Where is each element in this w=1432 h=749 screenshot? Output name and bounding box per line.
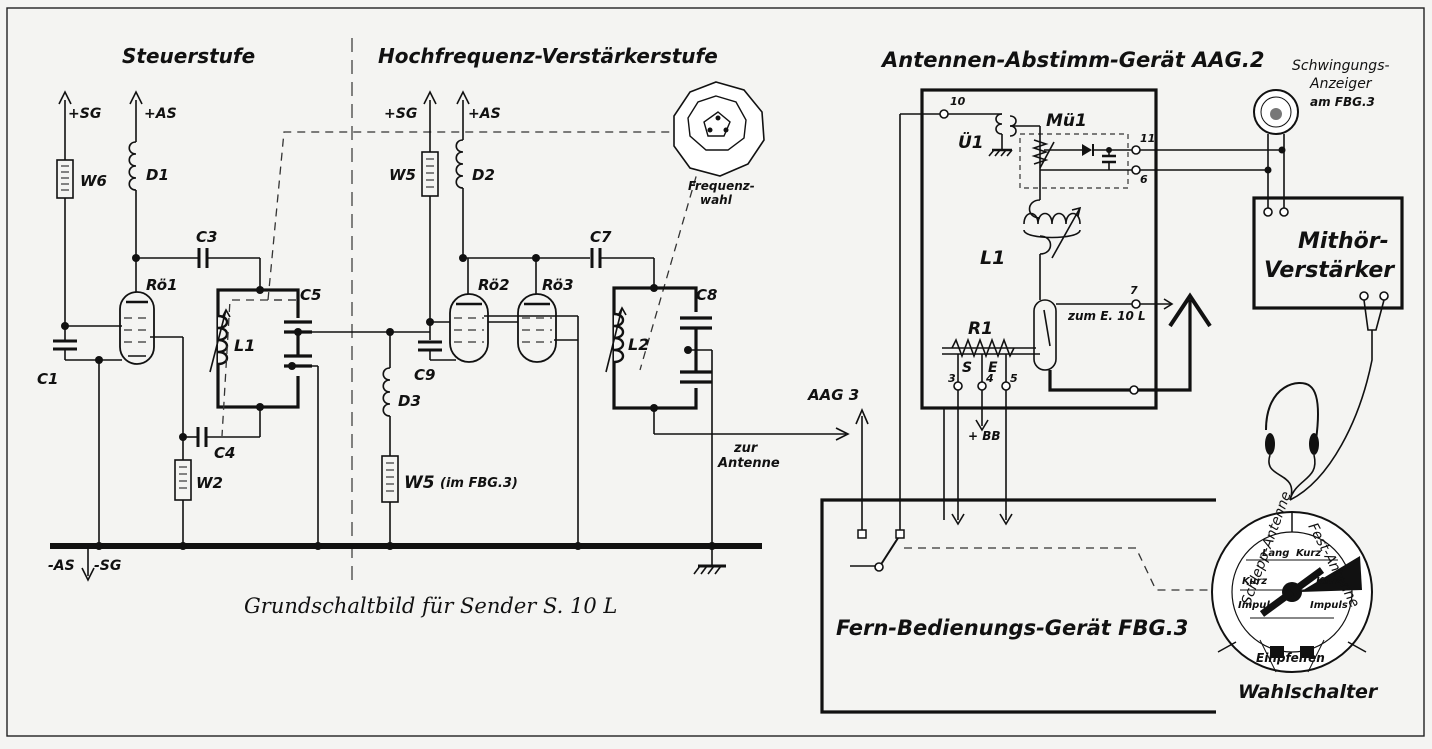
dial-einpfeifen: Einpfeifen <box>1256 651 1325 665</box>
choke-d3 <box>382 367 391 417</box>
terminal-3: 3 <box>948 372 956 385</box>
title-hf-stufe: Hochfrequenz-Verstärkerstufe <box>378 44 718 68</box>
label-c3: C3 <box>196 228 217 246</box>
choke-d2 <box>455 139 464 189</box>
label-schwingungs-3: am FBG.3 <box>1310 95 1375 109</box>
fbg3-box <box>820 498 1216 714</box>
label-w5-b-note: (im FBG.3) <box>440 476 518 491</box>
antenna-coupler <box>1033 299 1057 371</box>
title-aag2: Antennen-Abstimm-Gerät AAG.2 <box>880 48 1264 72</box>
frequency-knob <box>673 81 765 177</box>
label-l1: L1 <box>234 336 255 355</box>
aag3-switch-blade <box>879 537 899 567</box>
transformer-u1 <box>995 113 1003 135</box>
label-ro2: Rö2 <box>478 276 510 294</box>
page-frame <box>6 7 1425 737</box>
label-ro3: Rö3 <box>542 276 574 294</box>
choke-d1 <box>128 141 137 191</box>
label-mithoer-2: Verstärker <box>1264 258 1395 283</box>
label-w2: W2 <box>196 474 223 492</box>
label-s: S <box>962 360 972 376</box>
label-c1: C1 <box>37 370 58 388</box>
headphones <box>1265 382 1319 441</box>
mu1-box <box>1019 133 1129 189</box>
label-c7: C7 <box>590 228 612 246</box>
dial-impuls-2: Impuls <box>1310 600 1348 611</box>
label-w5-a: W5 <box>389 166 416 184</box>
tube-ro2 <box>449 293 489 363</box>
label-zur: zur <box>733 441 759 456</box>
tube-ro1 <box>119 291 155 365</box>
terminal-4: 4 <box>985 372 994 385</box>
aag2-box <box>920 88 1158 410</box>
dial-impuls-1: Impuls <box>1238 600 1276 611</box>
dial-kurz-2: Kurz <box>1242 576 1267 587</box>
dial-lang: Lang <box>1262 548 1289 559</box>
dial-kurz-1: Kurz <box>1296 548 1321 559</box>
terminal-7: 7 <box>1130 284 1138 297</box>
diode <box>1082 144 1092 156</box>
label-wahlschalter: Wahlschalter <box>1238 681 1379 703</box>
label-aag3: AAG 3 <box>807 386 859 404</box>
label-c4: C4 <box>214 444 235 462</box>
label-antenne: Antenne <box>717 456 780 471</box>
label-sg-2: +SG <box>384 106 417 122</box>
dial-kurz-3: Kurz <box>1316 576 1341 587</box>
label-schwingungs-1: Schwingungs- <box>1292 58 1390 74</box>
variometer-l1 <box>1023 212 1081 225</box>
title-fbg3: Fern-Bedienungs-Gerät FBG.3 <box>836 616 1188 640</box>
resistor-w2 <box>174 459 192 501</box>
label-c9: C9 <box>414 366 435 384</box>
tube-ro3 <box>517 293 557 363</box>
label-d2: D2 <box>472 166 495 184</box>
label-d3: D3 <box>398 392 421 410</box>
label-u1: Ü1 <box>958 131 984 153</box>
label-d1: D1 <box>146 166 169 184</box>
label-c5: C5 <box>300 286 321 304</box>
label-mithoer-1: Mithör- <box>1298 229 1389 254</box>
mithoer-verstaerker-box <box>1252 196 1404 310</box>
terminal-10: 10 <box>950 95 966 108</box>
terminal-11: 11 <box>1140 132 1155 145</box>
selector-dial <box>1211 511 1373 673</box>
label-as-2: +AS <box>468 106 501 122</box>
title-steuerstufe: Steuerstufe <box>122 44 255 68</box>
caption: Grundschaltbild für Sender S. 10 L <box>244 594 617 618</box>
antenna-arrow <box>1168 292 1212 328</box>
label-frequenz-1: Frequenz- <box>688 179 755 193</box>
resistor-r1 <box>951 337 1015 359</box>
label-mu1: Mü1 <box>1046 111 1087 131</box>
label-r1: R1 <box>968 319 993 339</box>
terminal-5: 5 <box>1010 372 1018 385</box>
label-c8: C8 <box>696 286 717 304</box>
label-l2: L2 <box>628 335 649 354</box>
label-frequenz-2: wahl <box>700 193 733 207</box>
label-l1-variometer: L1 <box>980 247 1005 269</box>
label-zum-e10l: zum E. 10 L <box>1067 309 1146 323</box>
label-w5-b: W5 <box>404 473 435 493</box>
terminal-6: 6 <box>1140 173 1148 186</box>
label-bb: + BB <box>968 429 1001 443</box>
label-ro1: Rö1 <box>146 276 178 294</box>
label-neg-as: -AS <box>48 558 75 574</box>
label-w6: W6 <box>80 172 107 190</box>
label-as-1: +AS <box>144 106 177 122</box>
label-sg-1: +SG <box>68 106 101 122</box>
label-e: E <box>988 360 998 376</box>
label-schwingungs-2: Anzeiger <box>1309 76 1373 92</box>
label-neg-sg: -SG <box>94 558 121 574</box>
